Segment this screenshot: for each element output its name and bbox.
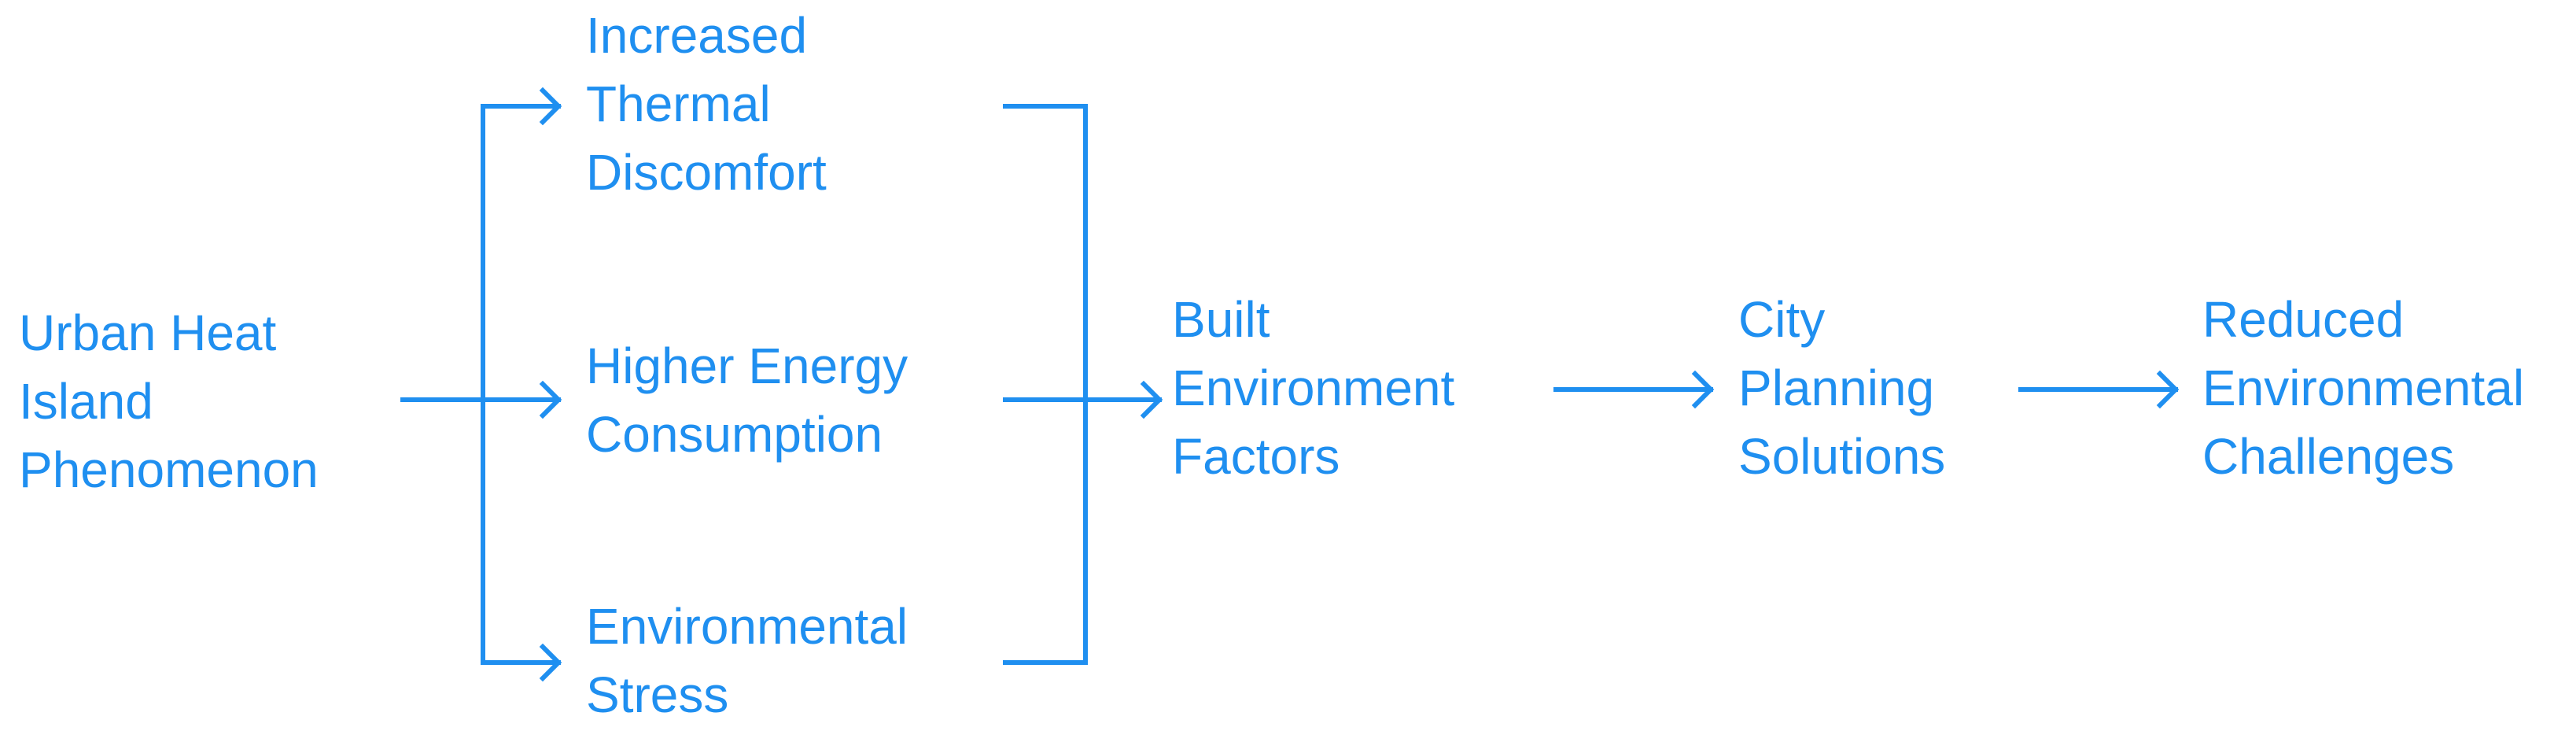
arrowhead-city-planning — [1691, 370, 1715, 409]
node-line: Phenomenon — [19, 441, 319, 498]
node-line: Factors — [1172, 428, 1340, 485]
node-line: Stress — [586, 666, 729, 723]
arrowhead-thermal-discomfort — [539, 87, 562, 126]
node-line: Planning — [1738, 360, 1935, 416]
node-line: Urban Heat — [19, 305, 277, 361]
node-line: Consumption — [586, 406, 883, 463]
node-line: Higher Energy — [586, 338, 908, 394]
arrowhead-built-environment — [1140, 380, 1163, 419]
node-line: Built — [1172, 291, 1270, 348]
node-line: Environment — [1172, 360, 1455, 416]
node-reduced-challenges: Reduced Environmental Challenges — [2202, 286, 2524, 491]
node-urban-heat-island: Urban Heat Island Phenomenon — [19, 299, 319, 504]
node-environmental-stress: Environmental Stress — [586, 593, 908, 729]
arrowhead-environmental-stress — [539, 643, 562, 682]
node-line: Increased — [586, 7, 808, 64]
node-line: Solutions — [1738, 428, 1946, 485]
node-city-planning: City Planning Solutions — [1738, 286, 1945, 491]
node-built-environment: Built Environment Factors — [1172, 286, 1454, 491]
node-line: City — [1738, 291, 1826, 348]
node-line: Reduced — [2202, 291, 2405, 348]
node-line: Environmental — [586, 598, 908, 655]
node-thermal-discomfort: Increased Thermal Discomfort — [586, 2, 827, 207]
arrowhead-energy-consumption — [539, 380, 562, 419]
node-line: Thermal — [586, 76, 771, 132]
arrowhead-reduced-challenges — [2156, 370, 2180, 409]
node-line: Discomfort — [586, 144, 827, 201]
node-line: Environmental — [2202, 360, 2525, 416]
node-energy-consumption: Higher Energy Consumption — [586, 332, 908, 469]
node-line: Island — [19, 373, 153, 430]
node-line: Challenges — [2202, 428, 2455, 485]
